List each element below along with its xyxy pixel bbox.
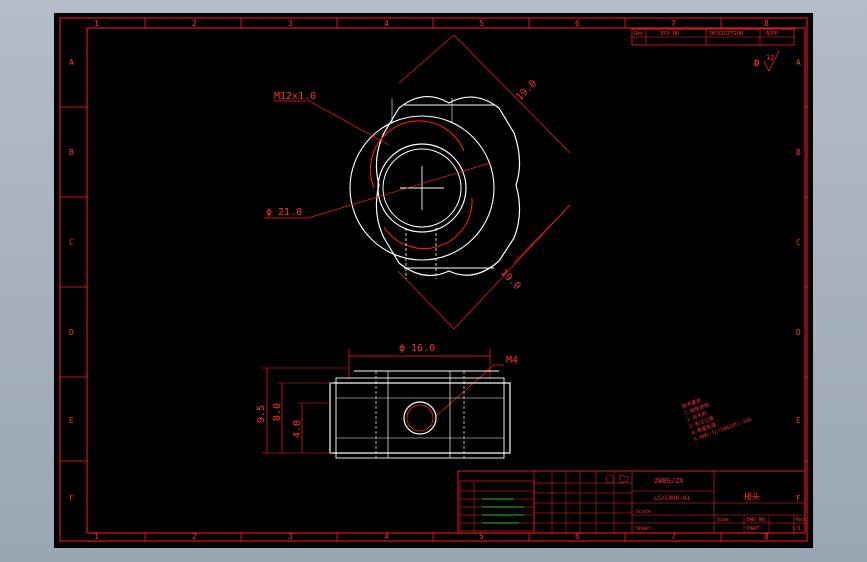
part-name: 接头 [744, 491, 760, 501]
m4-thread [406, 404, 434, 432]
zone-ticks [60, 18, 807, 541]
drawing-no: LS/C000-01 [654, 495, 691, 502]
rev-label: Rev [796, 517, 805, 523]
thread-arc-2 [383, 197, 473, 250]
across-flats-dim-1: 19.0 [514, 78, 539, 103]
zone-5: 5 [479, 19, 484, 28]
m4-hole [403, 401, 437, 435]
part-label: PART [747, 526, 759, 532]
zone-labels-bottom: 1 2 3 4 5 6 7 8 [94, 532, 769, 541]
zone-7-bottom: 7 [671, 532, 676, 541]
height-total: 9.5 [256, 405, 267, 423]
side-view: ϕ 16.0 M4 9.5 8.0 4.0 [256, 343, 518, 459]
roughness-value: 12 [766, 54, 774, 62]
dia-label: ϕ 21.0 [266, 207, 302, 218]
zone-f-right: F [796, 494, 801, 503]
zone-f: F [69, 494, 74, 503]
roughness-symbol: D 12 [754, 50, 780, 72]
revision-block: Rev ECO NO DESCRIPTION APPD [631, 28, 795, 46]
zone-2: 2 [192, 19, 197, 28]
body-outline [375, 96, 521, 277]
cad-viewport[interactable]: 1 2 3 4 5 6 7 8 1 2 3 4 5 6 7 8 A B C D … [54, 13, 813, 548]
zone-labels-left: A B C D E F [69, 58, 74, 503]
zone-a-right: A [796, 58, 801, 67]
zone-6-bottom: 6 [575, 532, 580, 541]
zone-e-right: E [796, 416, 801, 425]
hole-label: M4 [506, 355, 518, 366]
zone-4: 4 [384, 19, 389, 28]
zone-labels-top: 1 2 3 4 5 6 7 8 [94, 19, 769, 28]
rev-header: Rev [634, 31, 643, 37]
inner-frame [86, 27, 806, 534]
zone-d-right: D [796, 328, 801, 337]
bore-circle-outer [377, 143, 467, 233]
appd-header: APPD [766, 31, 778, 37]
description-header: DESCRIPTION [710, 31, 743, 37]
sheet-label: Sheet [636, 526, 651, 532]
zone-5-bottom: 5 [479, 532, 484, 541]
zone-c-right: C [796, 238, 801, 247]
zone-3-bottom: 3 [288, 532, 293, 541]
zone-e: E [69, 416, 74, 425]
zone-labels-right: A B C D E F [796, 58, 801, 503]
zone-a: A [69, 58, 74, 67]
drawing-canvas: 1 2 3 4 5 6 7 8 1 2 3 4 5 6 7 8 A B C D … [59, 17, 808, 542]
bore-circle-inner [382, 148, 462, 228]
zone-4-bottom: 4 [384, 532, 389, 541]
zone-2-bottom: 2 [192, 532, 197, 541]
scale-label: Scale [636, 509, 651, 515]
thread-label: M12x1.0 [274, 91, 316, 102]
thread-arc-1 [369, 120, 465, 189]
outer-circle [349, 115, 495, 261]
title-block: ZW8G/ZX 接头 LS/C000-01 Scale Sheet Size D… [457, 470, 806, 534]
top-view: 19.0 19.0 M12x1.0 ϕ 21.0 [264, 34, 571, 330]
roughness-letter: D [754, 59, 760, 69]
notes-block: 技术要求 1.锐角倒钝 2.去毛刺 3.未注公差 4.表面处理 5.材料:1Cr… [681, 397, 753, 443]
outer-frame [59, 17, 808, 542]
drawing-title: ZW8G/ZX [654, 477, 684, 485]
zone-d: D [69, 328, 74, 337]
hole-height: 4.0 [292, 420, 303, 438]
zone-1: 1 [94, 19, 99, 28]
zone-8: 8 [764, 19, 769, 28]
side-dia-label: ϕ 16.0 [399, 343, 435, 354]
eco-header: ECO NO [661, 31, 679, 37]
zone-8-bottom: 8 [764, 532, 769, 541]
dwg-no-label: DWG NO [747, 517, 765, 523]
across-flats-dim-2: 19.0 [498, 267, 523, 292]
zone-1-bottom: 1 [94, 532, 99, 541]
size-label: Size [717, 517, 729, 523]
body-rect [329, 382, 511, 454]
zone-b: B [69, 148, 74, 157]
body-flange [335, 377, 505, 459]
zone-6: 6 [575, 19, 580, 28]
zone-3: 3 [288, 19, 293, 28]
zone-b-right: B [796, 148, 801, 157]
height-body: 8.0 [272, 403, 283, 421]
zone-7: 7 [671, 19, 676, 28]
sheet-value: 1/1 [792, 526, 801, 532]
zone-c: C [69, 238, 74, 247]
